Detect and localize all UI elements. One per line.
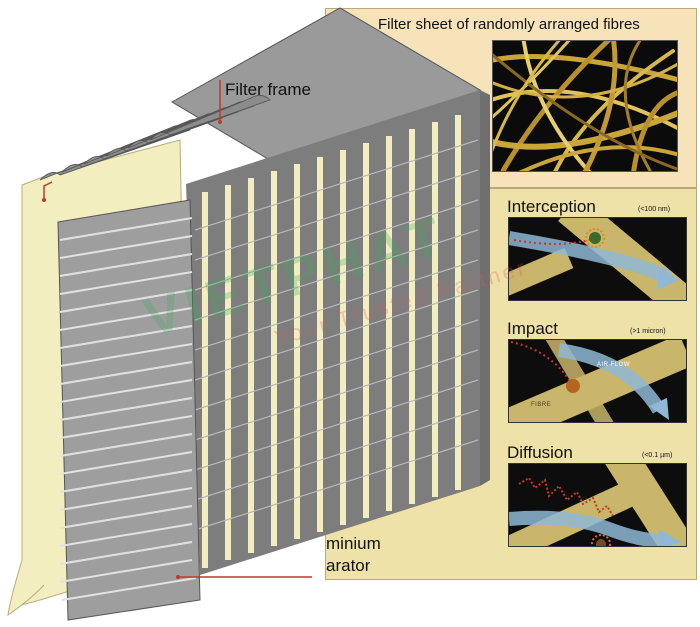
front-corrugations (194, 139, 479, 531)
aluminium-separator (57, 199, 201, 621)
diffusion-image (508, 463, 687, 547)
air-flow-tag: AIR FLOW (597, 362, 631, 368)
top-pleat-edges (39, 95, 271, 181)
filter-frame-label: Filter frame (225, 80, 311, 99)
interception-size: (<100 nm) (638, 206, 671, 213)
random-fibres-graphic (485, 33, 686, 179)
impact-label: Impact (507, 319, 559, 338)
fibre-tag: FIBRE (531, 402, 552, 408)
paper-curl (7, 559, 45, 617)
frame-right-edge (480, 90, 490, 486)
diffusion-graphic (509, 464, 686, 546)
separator-label-line2: arator (326, 556, 371, 575)
frame-front-face (186, 90, 480, 575)
impact-size: (>1 micron) (630, 328, 666, 335)
impact-image: AIR FLOW FIBRE (508, 339, 687, 423)
diffusion-label: Diffusion (507, 443, 573, 462)
fibre-sheet-image (485, 33, 686, 179)
filter-sheet-label: Filter sheet of randomly arranged fibres (378, 16, 640, 33)
interception-label: Interception (507, 197, 596, 216)
impact-graphic (509, 340, 686, 422)
interception-image (508, 217, 687, 301)
diffusion-size: (<0.1 µm) (642, 452, 673, 459)
separator-label-line1: minium (326, 534, 381, 553)
interception-graphic (509, 218, 686, 300)
paper-pointer (43, 181, 53, 200)
